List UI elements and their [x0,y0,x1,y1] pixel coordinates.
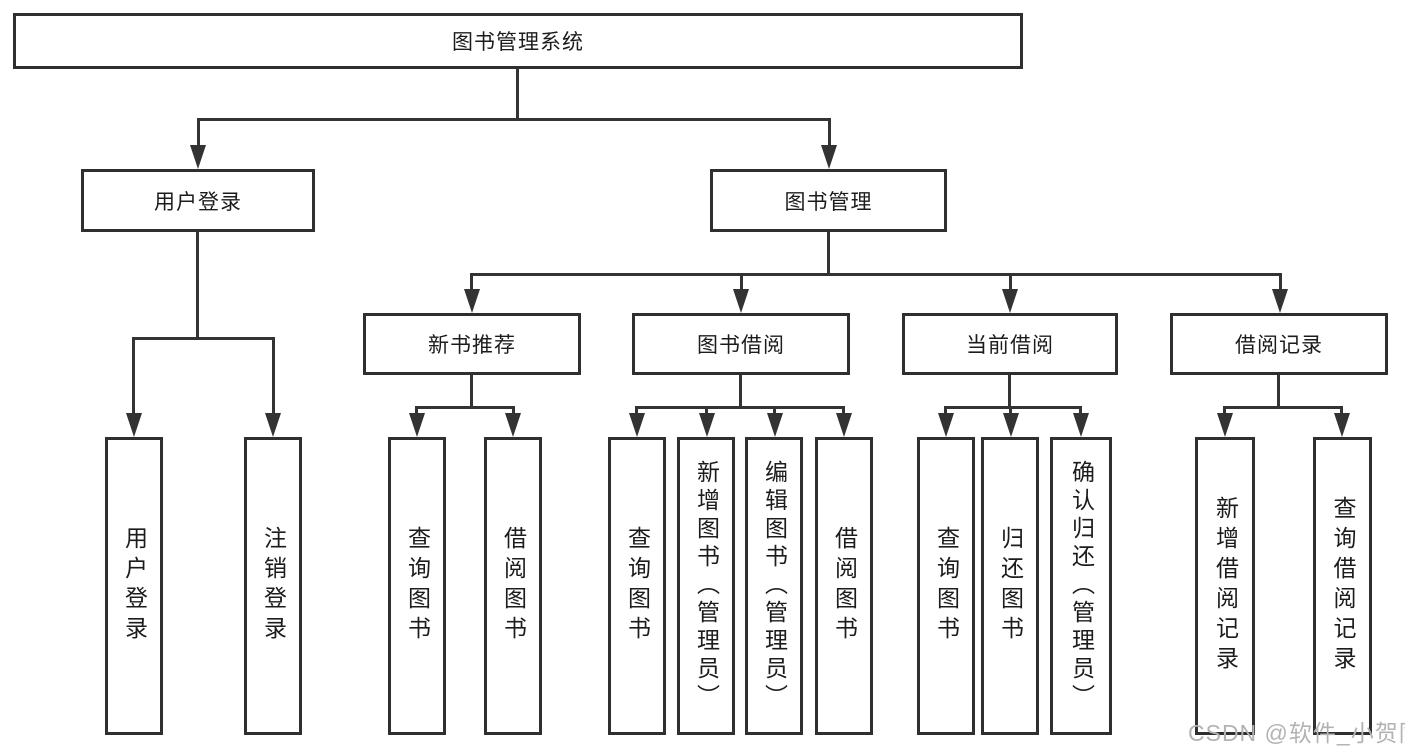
leaf-label: 新增借阅记录 [1212,496,1239,676]
arrow-down-icon [767,413,783,437]
leaf-query-books-2: 查询图书 [608,437,666,735]
leaf-label: 查询图书 [624,526,651,646]
arrow-down-icon [629,413,645,437]
connector-line [635,406,845,409]
leaf-label: 新增图书（管理员） [693,460,720,712]
connector-line [272,337,275,413]
node-library-management-system: 图书管理系统 [13,13,1023,69]
connector-line [739,375,742,406]
leaf-logout: 注销登录 [244,437,302,735]
node-label: 新书推荐 [428,334,516,357]
connector-line [828,118,831,147]
connector-line [415,406,515,409]
node-user-login: 用户登录 [81,169,315,232]
leaf-query-borrow-record: 查询借阅记录 [1313,437,1372,735]
node-label: 当前借阅 [966,334,1054,357]
connector-line [944,406,1081,409]
connector-line [773,406,776,415]
connector-line [705,406,708,415]
connector-line [470,273,473,291]
arrow-down-icon [190,145,206,169]
arrow-down-icon [464,289,480,313]
leaf-borrow-books-2: 借阅图书 [815,437,873,735]
node-label: 图书管理系统 [452,31,584,54]
arrow-down-icon [1003,413,1019,437]
arrow-down-icon [836,413,852,437]
node-borrowing-records: 借阅记录 [1170,313,1388,375]
leaf-label: 归还图书 [997,526,1024,646]
arrow-down-icon [1217,413,1233,437]
arrow-down-icon [1272,289,1288,313]
leaf-return-books: 归还图书 [981,437,1039,735]
leaf-label: 查询图书 [933,526,960,646]
node-current-borrowing: 当前借阅 [902,313,1118,375]
leaf-borrow-books-1: 借阅图书 [484,437,542,735]
connector-line [1279,273,1282,291]
leaf-user-login: 用户登录 [105,437,163,735]
connector-line [1223,406,1343,409]
leaf-add-books-admin: 新增图书（管理员） [677,437,735,735]
leaf-label: 注销登录 [260,526,287,646]
connector-line [1008,375,1011,406]
arrow-down-icon [938,413,954,437]
arrow-down-icon [1002,289,1018,313]
node-new-book-recommend: 新书推荐 [363,313,581,375]
connector-line [470,375,473,406]
arrow-down-icon [733,289,749,313]
connector-line [635,406,638,415]
connector-line [415,406,418,415]
connector-line [516,69,519,118]
leaf-edit-books-admin: 编辑图书（管理员） [745,437,803,735]
leaf-label: 查询借阅记录 [1330,496,1356,676]
connector-line [1223,406,1226,415]
arrow-down-icon [699,413,715,437]
arrow-down-icon [126,413,142,437]
leaf-query-books-3: 查询图书 [917,437,975,735]
connector-line [197,118,831,121]
leaf-label: 用户登录 [121,526,148,646]
leaf-label: 借阅图书 [831,526,858,646]
connector-line [827,232,830,273]
leaf-add-borrow-record: 新增借阅记录 [1195,437,1255,735]
connector-line [512,406,515,415]
connector-line [842,406,845,415]
node-label: 借阅记录 [1235,334,1323,357]
leaf-query-books-1: 查询图书 [388,437,446,735]
arrow-down-icon [821,145,837,169]
connector-line [1340,406,1343,415]
connector-line [132,337,275,340]
csdn-watermark: CSDN @软件_小贺同学 [1188,720,1405,746]
leaf-label: 确认归还（管理员） [1068,460,1095,712]
arrow-down-icon [505,413,521,437]
leaf-label: 查询图书 [404,526,431,646]
connector-line [197,118,200,147]
connector-line [1079,406,1082,415]
node-label: 用户登录 [154,190,242,214]
leaf-label: 编辑图书（管理员） [761,460,788,712]
connector-line [1009,273,1012,291]
node-book-borrowing: 图书借阅 [632,313,850,375]
connector-line [1009,406,1012,415]
node-label: 图书借阅 [697,334,785,357]
connector-line [944,406,947,415]
arrow-down-icon [1334,413,1350,437]
connector-line [132,337,135,413]
connector-line [740,273,743,291]
leaf-label: 借阅图书 [500,526,527,646]
node-book-management: 图书管理 [710,169,947,232]
node-label: 图书管理 [784,190,873,214]
arrow-down-icon [1073,413,1089,437]
leaf-confirm-return-admin: 确认归还（管理员） [1050,437,1112,735]
connector-line [470,273,1282,276]
connector-line [1277,375,1280,406]
connector-line [196,232,199,337]
arrow-down-icon [265,413,281,437]
arrow-down-icon [409,413,425,437]
